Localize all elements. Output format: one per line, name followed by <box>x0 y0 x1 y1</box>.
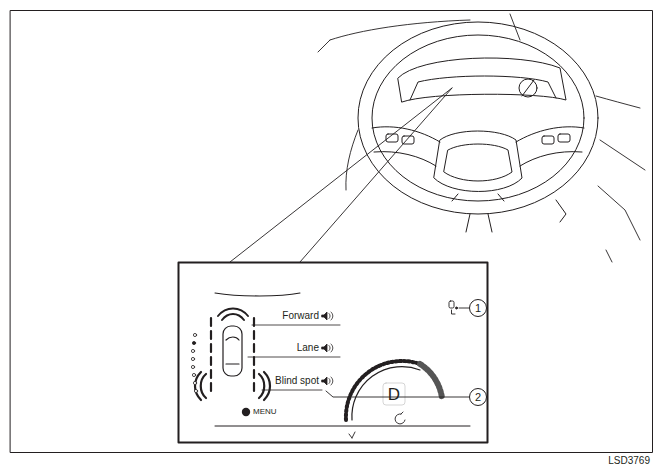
system-label: Blind spot <box>275 376 319 386</box>
speedometer <box>346 361 442 438</box>
leader-line <box>459 308 469 309</box>
callout-circle: 2 <box>469 388 487 406</box>
label-line <box>248 325 340 390</box>
callout-number: 2 <box>475 392 481 403</box>
menu-label: MENU <box>253 408 277 416</box>
display-trim <box>215 293 300 296</box>
callout-circle: 1 <box>469 299 487 317</box>
inset-box <box>179 263 488 443</box>
status-icon <box>449 301 458 314</box>
speaker-icon <box>322 312 333 385</box>
leader-line <box>230 88 452 262</box>
frame <box>11 11 653 453</box>
dot-scale <box>191 333 197 392</box>
dashboard <box>318 14 645 262</box>
system-label: Lane <box>297 343 319 353</box>
system-label: Forward <box>282 311 319 321</box>
menu-icon <box>242 408 250 416</box>
display-line <box>215 426 470 427</box>
steering-wheel <box>358 22 598 232</box>
callout-number: 1 <box>475 303 481 314</box>
car-icon <box>195 309 270 401</box>
gear-indicator: D <box>388 386 400 403</box>
figure-code: LSD3769 <box>608 456 650 466</box>
